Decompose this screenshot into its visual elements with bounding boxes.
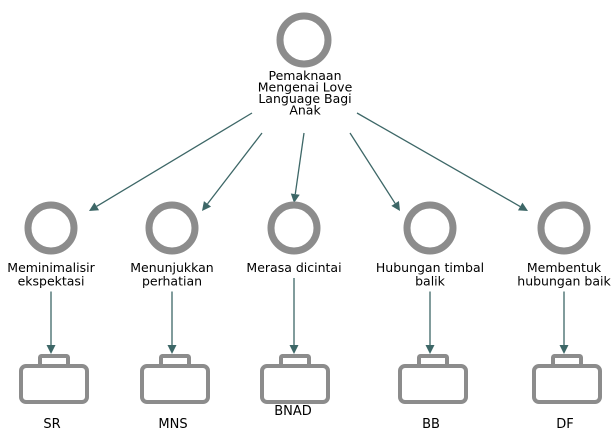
edge-theme-to-code-5 bbox=[559, 291, 569, 354]
edge-root-to-theme-1 bbox=[89, 112, 253, 211]
edge-root-to-theme-2-line bbox=[206, 132, 263, 205]
edges-layer bbox=[46, 112, 569, 354]
theme-node-2-label-line: perhatian bbox=[142, 274, 202, 289]
edge-root-to-theme-3 bbox=[290, 132, 305, 203]
theme-node-3-label-line: Merasa dicintai bbox=[246, 260, 341, 275]
code-node-4-briefcase-icon[interactable] bbox=[398, 354, 468, 404]
edge-theme-to-code-4 bbox=[425, 291, 435, 354]
edge-root-to-theme-2-arrowhead-icon bbox=[202, 201, 212, 211]
theme-node-3-circle-icon[interactable] bbox=[267, 201, 321, 255]
theme-node-1-circle-icon[interactable] bbox=[24, 201, 78, 255]
code-node-3-briefcase-icon-body bbox=[260, 364, 330, 404]
edge-root-to-theme-4-arrowhead-icon bbox=[391, 200, 400, 211]
theme-node-3-label: Merasa dicintai bbox=[246, 260, 341, 275]
edge-root-to-theme-3-line bbox=[294, 132, 305, 195]
code-node-2-briefcase-icon[interactable] bbox=[140, 354, 210, 404]
theme-node-5-circle-icon[interactable] bbox=[537, 201, 591, 255]
theme-node-5-label-line: hubungan baik bbox=[517, 274, 611, 289]
root-node-label-line: Anak bbox=[289, 103, 321, 118]
edge-theme-to-code-5-arrowhead-icon bbox=[559, 345, 569, 354]
code-node-3-briefcase-icon[interactable] bbox=[260, 354, 330, 404]
edge-root-to-theme-3-arrowhead-icon bbox=[290, 193, 300, 203]
theme-node-1-label-line: ekspektasi bbox=[18, 274, 85, 289]
edge-root-to-theme-4-line bbox=[349, 132, 396, 204]
root-node-label-line: Language Bagi bbox=[258, 91, 351, 106]
root-node-label-line: Mengenai Love bbox=[258, 80, 353, 95]
theme-node-4-label-line: Hubungan timbal bbox=[376, 260, 484, 275]
root-node-circle-icon[interactable] bbox=[276, 12, 332, 68]
code-node-4-briefcase-icon-body bbox=[398, 364, 468, 404]
edge-theme-to-code-1 bbox=[46, 291, 56, 354]
theme-node-4-label-line: balik bbox=[415, 274, 446, 289]
code-node-1-briefcase-icon-body bbox=[19, 364, 89, 404]
edge-root-to-theme-5 bbox=[356, 112, 528, 211]
code-node-1-briefcase-icon[interactable] bbox=[19, 354, 89, 404]
edge-root-to-theme-1-arrowhead-icon bbox=[89, 202, 100, 211]
theme-node-2-label-line: Menunjukkan bbox=[130, 260, 213, 275]
edge-theme-to-code-4-arrowhead-icon bbox=[425, 345, 435, 354]
edge-root-to-theme-1-line bbox=[96, 112, 253, 207]
edge-theme-to-code-3-arrowhead-icon bbox=[289, 345, 299, 354]
theme-node-4-circle-icon[interactable] bbox=[403, 201, 457, 255]
theme-node-1-label-line: Meminimalisir bbox=[7, 260, 95, 275]
edge-root-to-theme-5-arrowhead-icon bbox=[517, 202, 528, 211]
edge-theme-to-code-1-arrowhead-icon bbox=[46, 345, 56, 354]
code-node-5-label: DF bbox=[556, 417, 574, 432]
edge-theme-to-code-2-arrowhead-icon bbox=[167, 345, 177, 354]
theme-node-2-circle-icon[interactable] bbox=[145, 201, 199, 255]
code-node-4-label: BB bbox=[422, 417, 440, 432]
edge-root-to-theme-2 bbox=[202, 132, 263, 211]
edge-root-to-theme-5-line bbox=[356, 112, 521, 208]
code-node-2-label: MNS bbox=[158, 417, 187, 432]
code-node-5-briefcase-icon[interactable] bbox=[532, 354, 602, 404]
edge-theme-to-code-3 bbox=[289, 278, 299, 354]
code-node-2-briefcase-icon-body bbox=[140, 364, 210, 404]
edge-root-to-theme-4 bbox=[349, 132, 400, 211]
code-node-5-briefcase-icon-body bbox=[532, 364, 602, 404]
edge-theme-to-code-2 bbox=[167, 291, 177, 354]
code-node-3-label: BNAD bbox=[274, 404, 312, 419]
theme-node-5-label-line: Membentuk bbox=[527, 260, 602, 275]
code-node-1-label: SR bbox=[43, 417, 60, 432]
root-node-label-line: Pemaknaan bbox=[268, 68, 341, 83]
